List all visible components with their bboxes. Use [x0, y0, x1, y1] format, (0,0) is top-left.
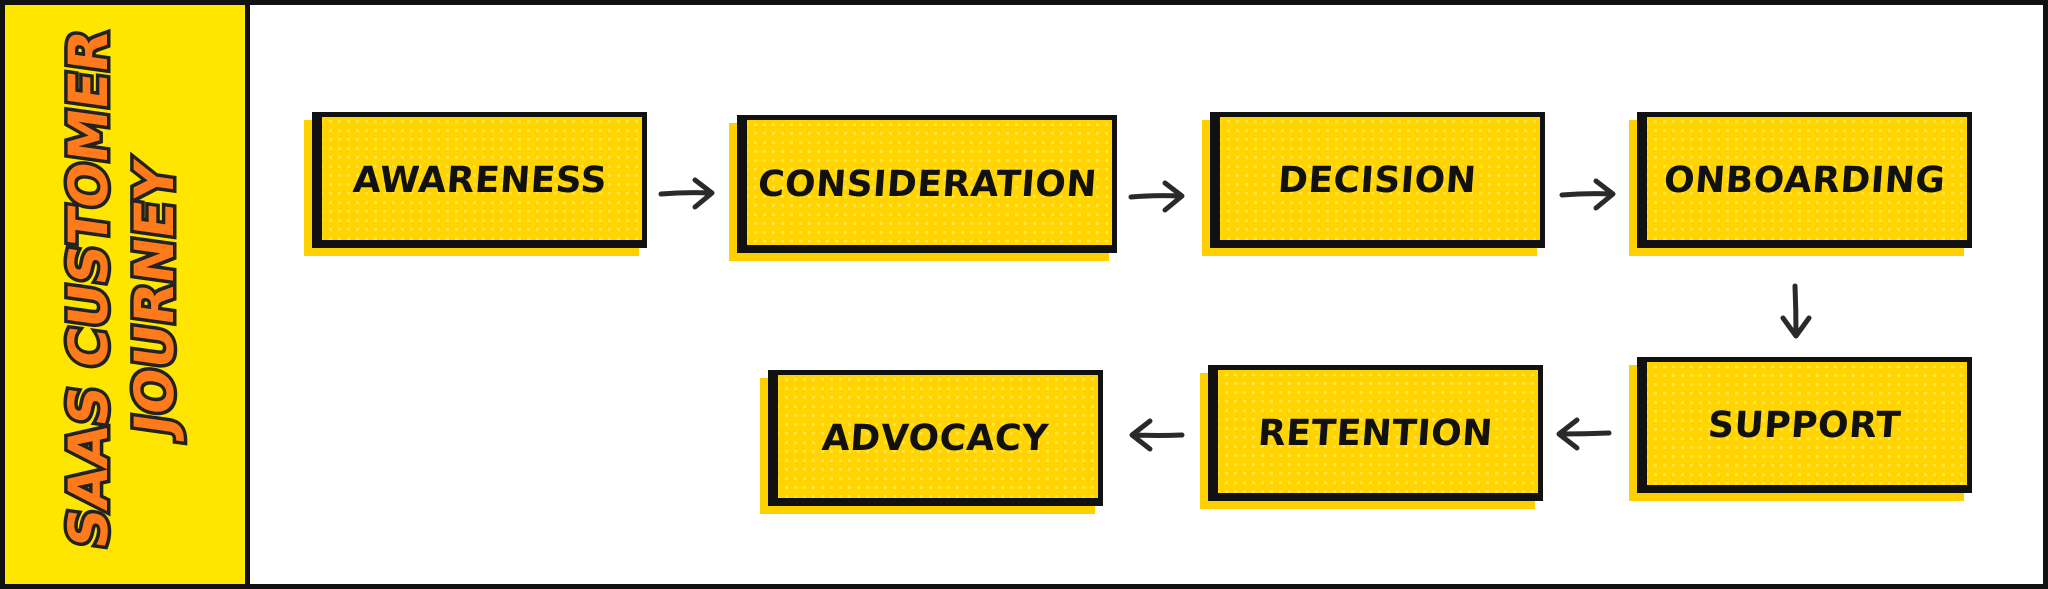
stage-label: SUPPORT — [1706, 404, 1903, 446]
stage-box: SUPPORT — [1637, 357, 1972, 493]
stage-box: ONBOARDING — [1637, 112, 1972, 248]
stage-box: AWARENESS — [312, 112, 647, 248]
stage-box: DECISION — [1210, 112, 1545, 248]
stage-onboarding[interactable]: ONBOARDING — [1629, 112, 1972, 256]
stage-advocacy[interactable]: ADVOCACY — [760, 370, 1103, 514]
stage-label: DECISION — [1276, 159, 1479, 201]
stage-label: RETENTION — [1256, 412, 1495, 454]
title-panel: SAAS CUSTOMER JOURNEY — [5, 5, 250, 584]
stage-box: CONSIDERATION — [737, 115, 1117, 253]
stage-label: ONBOARDING — [1662, 159, 1947, 201]
stage-label: AWARENESS — [351, 159, 608, 201]
stage-support[interactable]: SUPPORT — [1629, 357, 1972, 501]
title-graphic: SAAS CUSTOMER JOURNEY — [54, 22, 190, 555]
title-line-1: SAAS CUSTOMER — [57, 26, 120, 552]
stage-consideration[interactable]: CONSIDERATION — [729, 115, 1117, 261]
stage-retention[interactable]: RETENTION — [1200, 365, 1543, 509]
stage-awareness[interactable]: AWARENESS — [304, 112, 647, 256]
stage-box: ADVOCACY — [768, 370, 1103, 506]
title-line-2: JOURNEY — [123, 157, 186, 443]
stage-label: ADVOCACY — [820, 417, 1051, 459]
stage-box: RETENTION — [1208, 365, 1543, 501]
stage-label: CONSIDERATION — [756, 163, 1098, 205]
stage-decision[interactable]: DECISION — [1202, 112, 1545, 256]
